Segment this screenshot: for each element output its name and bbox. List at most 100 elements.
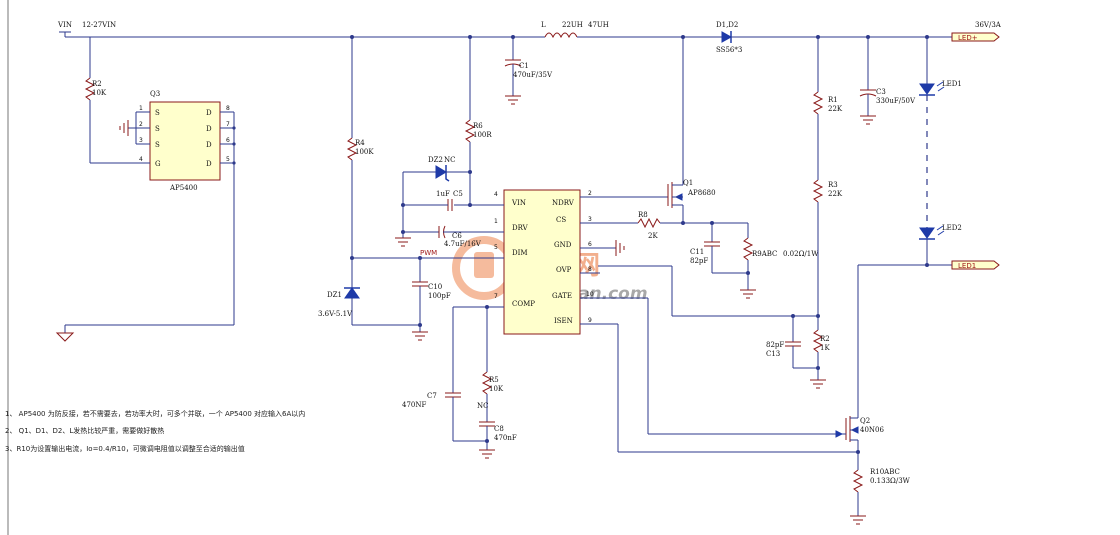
c6-ground-icon — [395, 237, 411, 247]
q3-pin-1: 1 — [139, 105, 143, 112]
r1-value: 22K — [828, 105, 843, 113]
ic-pin-drv-num: 1 — [494, 218, 498, 225]
ic-pin-vin-name: VIN — [511, 199, 526, 207]
r1-ref: R1 — [828, 96, 838, 104]
ic-pin-gnd-num: 6 — [588, 241, 592, 248]
c6-ref: C6 — [452, 232, 462, 240]
ic-pin-ndrv-name: NDRV — [552, 199, 575, 207]
dz1-ref: DZ1 — [327, 291, 342, 299]
r9-ref: R9ABC — [752, 250, 777, 258]
q2-part: 40N06 — [860, 426, 884, 434]
q3-pin-3: 3 — [139, 137, 143, 144]
note-3: 3、R10为设置输出电流，Io=0.4/R10，可微调电阻值以调整至合适的输出值 — [5, 444, 245, 453]
c5-value: 1uF — [436, 190, 450, 198]
note-1: 1、 AP5400 为防反接，若不需要去，若功率大时，可多个并联，一个 AP54… — [5, 409, 305, 418]
q3-pin-5: 5 — [226, 156, 230, 163]
r5-ref: R5 — [489, 376, 499, 384]
r10-ground-icon — [850, 515, 866, 525]
output-rating: 36V/3A — [975, 21, 1002, 29]
r2-fb-value: 1K — [820, 344, 830, 352]
c3-output-cap: C3 330uF/50V — [859, 37, 916, 125]
q3-pin-7: 7 — [226, 121, 230, 128]
ic-pin-cs-name: CS — [556, 216, 566, 224]
zener-dz1-icon — [344, 287, 360, 299]
inductor-value2: 47UH — [588, 21, 609, 29]
q3-ref: Q3 — [150, 90, 160, 98]
ic-pin-comp-name: COMP — [512, 300, 535, 308]
r5-extra: NC — [477, 402, 488, 410]
c10-value: 100pF — [428, 292, 451, 300]
r2-fb-ground-icon — [810, 379, 826, 389]
q3-name-5: D — [206, 160, 212, 168]
input-range-label: 12-27VIN — [82, 21, 116, 29]
c11-value: 82pF — [690, 257, 708, 265]
c6-value: 4.7uF/16V — [444, 240, 482, 248]
c10-ground-icon — [412, 331, 428, 341]
r4-ref: R4 — [355, 139, 365, 147]
dz2-ref: DZ2 — [428, 156, 443, 164]
r6-value: 100R — [473, 131, 492, 139]
ic-pin-vin-num: 4 — [494, 191, 498, 198]
vin-label: VIN — [57, 21, 72, 29]
c1-input-cap: C1 470uF/35V — [504, 37, 553, 105]
inductor-l: L 22UH 47UH — [541, 21, 710, 39]
led-minus-label: LED1 — [958, 262, 976, 270]
dz1-value: 3.6V-5.1V — [318, 310, 353, 318]
q2-dimming-mosfet: Q2 40N06 R10ABC 0.133Ω/3W — [598, 265, 911, 525]
led-plus-label: LED+ — [958, 34, 978, 42]
q3-pin-4: 4 — [139, 156, 143, 163]
q3-ap5400: Q3 AP5400 1 2 3 4 S S S G 8 7 6 5 D D D … — [119, 90, 236, 325]
design-notes: 1、 AP5400 为防反接，若不需要去，若功率大时，可多个并联，一个 AP54… — [5, 409, 305, 453]
ground-triangle-icon — [55, 332, 75, 342]
ic-pin-ovp-num: 8 — [588, 266, 592, 273]
q3-name-8: D — [206, 109, 212, 117]
q1-part: AP8680 — [687, 189, 716, 197]
note-2: 2、 Q1、D1、D2、L发热比较严重，需要做好散热 — [5, 426, 164, 435]
c7-value: 470NF — [402, 401, 426, 409]
led2-icon — [919, 227, 935, 239]
r2-fb-ref: R2 — [820, 335, 830, 343]
diodes-ref: D1,D2 — [716, 21, 738, 29]
q3-pin-2: 2 — [139, 121, 143, 128]
r2-top-value: 10K — [92, 89, 107, 97]
led2-ref: LED2 — [942, 224, 962, 232]
diode-d1-d2: D1,D2 SS56*3 — [710, 21, 995, 54]
ic-pin-gate-num: 10 — [586, 291, 594, 298]
q1-ref: Q1 — [683, 179, 693, 187]
r10-value: 0.133Ω/3W — [870, 477, 911, 485]
ic-pin-dim-num: 5 — [494, 244, 498, 251]
output-feedback: R1 22K R3 22K 82pF C13 R2 1K — [598, 37, 843, 389]
c10-ref: C10 — [428, 283, 442, 291]
q3-name-1: S — [155, 109, 160, 117]
ic-pin-ndrv-num: 2 — [588, 190, 592, 197]
inductor-value1: 22UH — [562, 21, 583, 29]
q3-pin-8: 8 — [226, 105, 230, 112]
q3-part: AP5400 — [169, 184, 198, 192]
ic-pin-dim-name: DIM — [512, 249, 528, 257]
q3-ground-icon — [119, 120, 129, 136]
diode-icon — [721, 31, 733, 43]
r3-value: 22K — [828, 190, 843, 198]
c1-ref: C1 — [519, 62, 529, 70]
led1-icon — [919, 83, 935, 95]
ic-pin-drv-name: DRV — [512, 224, 529, 232]
inductor-ref: L — [541, 21, 546, 29]
r9-ground-icon — [740, 289, 756, 299]
led1-ref: LED1 — [942, 80, 962, 88]
c8-value: 470nF — [494, 434, 517, 442]
q3-pin-6: 6 — [226, 137, 230, 144]
led-plus-port: LED+ 36V/3A — [951, 21, 1002, 42]
r6-dz2-c5-c6: R6 100R DZ2 NC 1uF C5 C6 4.7uF/16V — [395, 37, 492, 248]
q3-name-4: G — [155, 160, 161, 168]
pwm-label: PWM — [420, 249, 437, 257]
c11-ref: C11 — [690, 248, 704, 256]
c3-ref: C3 — [876, 88, 886, 96]
watermark-plug-icon — [474, 252, 494, 278]
c5-ref: C5 — [453, 190, 463, 198]
r3-ref: R3 — [828, 181, 838, 189]
r8-ref: R8 — [638, 211, 648, 219]
c8-ground-icon — [479, 449, 495, 459]
q3-name-7: D — [206, 125, 212, 133]
q3-name-6: D — [206, 141, 212, 149]
